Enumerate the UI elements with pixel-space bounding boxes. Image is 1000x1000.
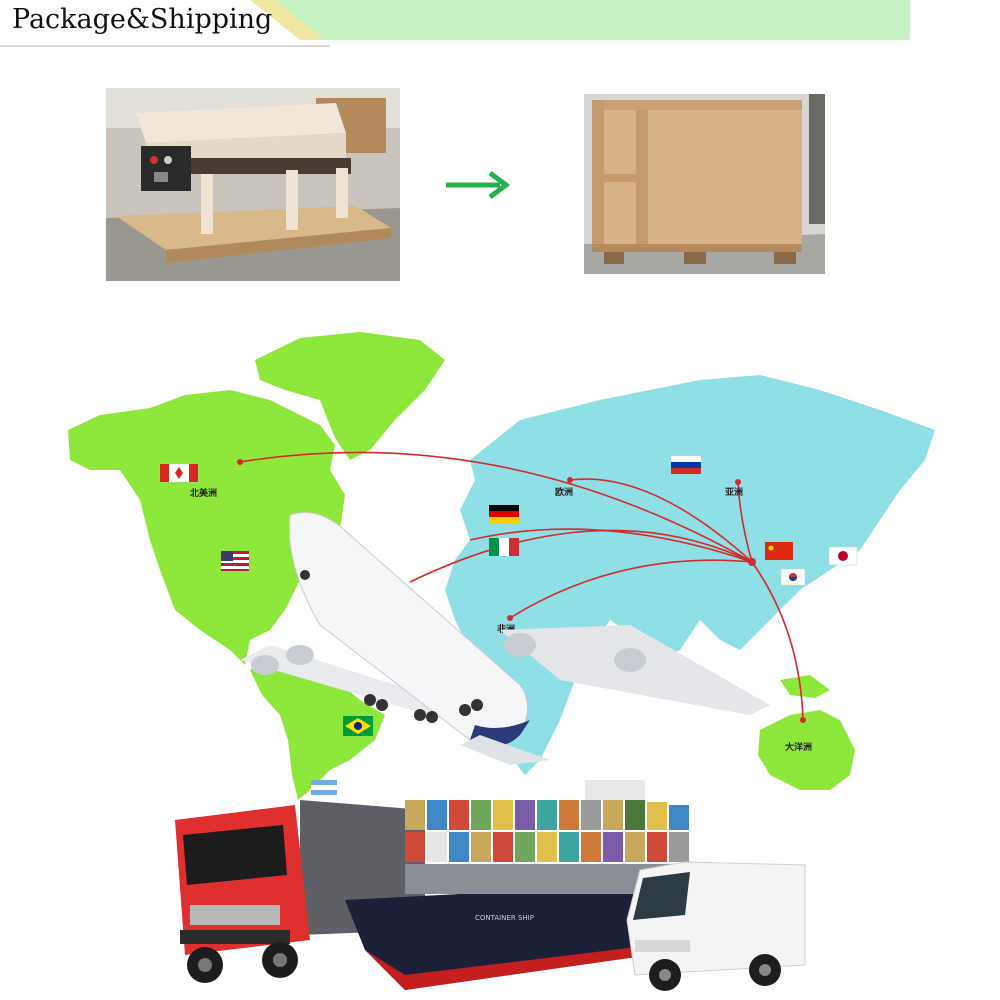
airplane-icon [240, 512, 770, 765]
south-america-landmass [250, 650, 385, 800]
ship-hull-text: CONTAINER SHIP [475, 914, 534, 922]
russia-flag [670, 455, 702, 474]
label-asia: 亚洲 [725, 487, 743, 498]
china-flag [765, 542, 793, 560]
korea-flag [780, 568, 806, 586]
right-arrow-icon [444, 170, 514, 204]
germany-flag [489, 505, 519, 523]
islands-landmass [780, 675, 830, 698]
page-title: Package&Shipping [12, 4, 273, 35]
argentina-flag [311, 780, 337, 795]
north-america-landmass [68, 390, 345, 665]
australia-landmass [758, 710, 855, 790]
header-banner-icon [0, 0, 910, 47]
italy-flag [489, 538, 519, 556]
machine-on-pallet-photo [106, 88, 400, 281]
canada-flag [159, 463, 199, 483]
brazil-flag [343, 716, 373, 736]
crate-icon [584, 94, 825, 274]
route-endpoints [237, 459, 806, 723]
machine-icon [106, 88, 400, 281]
japan-flag [828, 546, 858, 566]
shipping-routes [239, 451, 804, 721]
label-oceania: 大洋洲 [785, 741, 812, 753]
wooden-crate-photo [584, 94, 825, 274]
greenland-landmass [255, 332, 445, 460]
label-europe: 欧洲 [555, 486, 573, 498]
label-north-america: 北美洲 [190, 487, 217, 499]
vehicles-group: CONTAINER SHIP [175, 780, 806, 991]
usa-flag [221, 551, 249, 571]
section-header: Package&Shipping [0, 0, 1000, 48]
van-icon [626, 861, 806, 991]
